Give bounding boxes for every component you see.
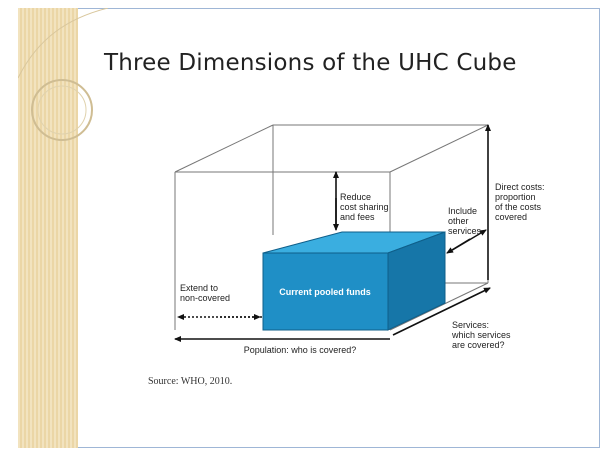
current-pooled-funds-box: [262, 231, 446, 331]
services-arrow: [392, 287, 491, 336]
inner-box-label: Current pooled funds: [279, 287, 371, 297]
slide-title: Three Dimensions of the UHC Cube: [104, 50, 517, 76]
decorative-circles: [18, 8, 108, 141]
direct-costs-label: Direct costs: proportion of the costs co…: [495, 182, 547, 222]
source-note: Source: WHO, 2010.: [148, 376, 233, 387]
include-arrow-in: [446, 238, 471, 254]
population-label: Population: who is covered?: [244, 345, 357, 355]
extend-label: Extend to non-covered: [180, 283, 230, 303]
reduce-label: Reduce cost sharing and fees: [340, 192, 391, 222]
include-label: Include other services: [448, 206, 482, 236]
services-label: Services: which services are covered?: [451, 320, 513, 350]
slide-frame: [18, 8, 600, 448]
